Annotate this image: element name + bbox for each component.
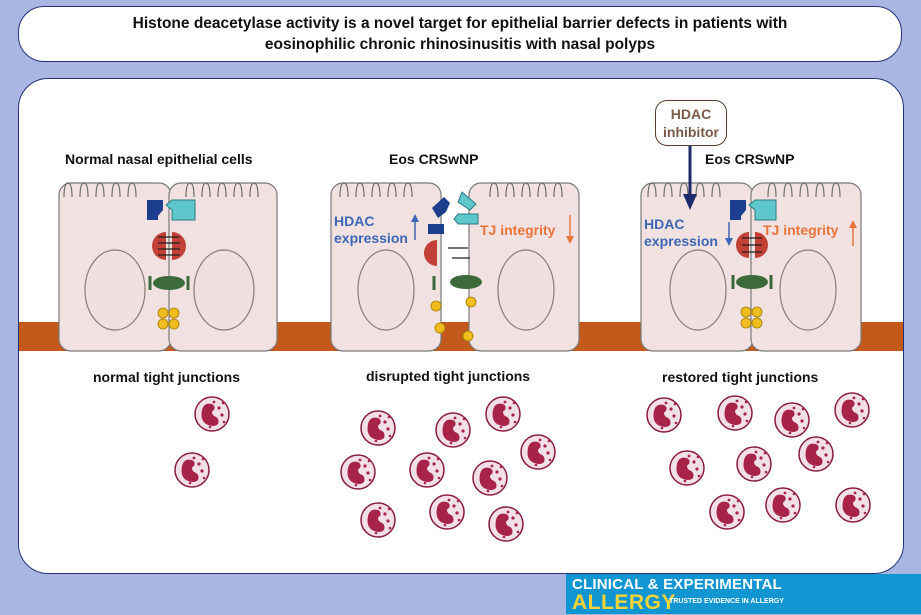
panel-2-tj-label: TJ integrity [480,222,556,238]
eosinophils-disrupted [340,396,556,542]
nucleus [669,249,727,331]
eosinophil [669,450,705,486]
eosinophil [834,392,870,428]
panel-3-heading: Eos CRSwNP [705,151,795,167]
adherens-junction [731,275,773,289]
desmosome-dots [430,296,477,342]
eosinophil [194,396,230,432]
eosinophil [736,446,772,482]
normal-cell-pair [58,182,278,352]
eosinophil [798,436,834,472]
eosinophil [340,454,376,490]
restored-cell-pair [640,146,862,352]
adherens-junction [450,275,482,289]
eosinophil [520,434,556,470]
journal-name-line-1: CLINICAL & EXPERIMENTAL [572,576,782,593]
eosinophils-normal [174,396,230,488]
panel-3-tj-label: TJ integrity [763,222,839,238]
adhesion-protein [428,224,444,234]
eosinophil [774,402,810,438]
eosinophil [717,395,753,431]
adhesion-protein [453,213,479,225]
panel-3-caption: restored tight junctions [662,369,819,385]
hdac-inhibitor-box: HDAC inhibitor [655,100,727,146]
eosinophil [646,397,682,433]
diagram-canvas [19,146,903,542]
panel-1-caption: normal tight junctions [93,369,240,385]
eosinophil [360,502,396,538]
panel-3-hdac-label: HDAC expression [644,216,718,249]
eosinophils-restored [646,392,871,530]
adhesion-protein [748,199,777,221]
eosinophil [429,494,465,530]
eosinophil [765,487,801,523]
eosinophil [174,452,210,488]
panel-2-hdac-label: HDAC expression [334,213,408,246]
eosinophil [472,460,508,496]
title-line-1: Histone deacetylase activity is a novel … [132,15,788,32]
tight-junction-strands [152,232,186,260]
nucleus [193,249,255,331]
nucleus [84,249,146,331]
eosinophil [435,412,471,448]
nucleus [779,249,837,331]
adhesion-protein [147,200,163,220]
panel-1-heading: Normal nasal epithelial cells [65,151,253,167]
eosinophil [709,494,745,530]
adhesion-protein [730,200,746,220]
eosinophil [835,487,871,523]
eosinophil [488,506,524,542]
desmosome-dots [157,307,180,330]
panel-2-caption: disrupted tight junctions [366,368,531,384]
eosinophil [409,452,445,488]
eosinophil [485,396,521,432]
nucleus [497,249,555,331]
desmosome-dots [740,306,763,329]
journal-logo: CLINICAL & EXPERIMENTAL ALLERGY TRUSTED … [566,574,921,614]
panel-2-heading: Eos CRSwNP [389,151,479,167]
title-banner: Histone deacetylase activity is a novel … [18,6,902,62]
journal-name-line-2: ALLERGY [572,591,676,614]
adhesion-protein [432,197,450,218]
adherens-junction [148,276,190,290]
disrupted-cell-pair [330,182,580,352]
adhesion-protein [457,191,477,211]
nucleus [357,249,415,331]
journal-tagline: TRUSTED EVIDENCE IN ALLERGY [669,598,784,605]
tight-junction-strands [736,232,768,258]
tight-junction-half [424,240,437,266]
eosinophil [360,410,396,446]
title-line-2: eosinophilic chronic rhinosinusitis with… [264,36,656,53]
adhesion-protein [165,199,196,221]
